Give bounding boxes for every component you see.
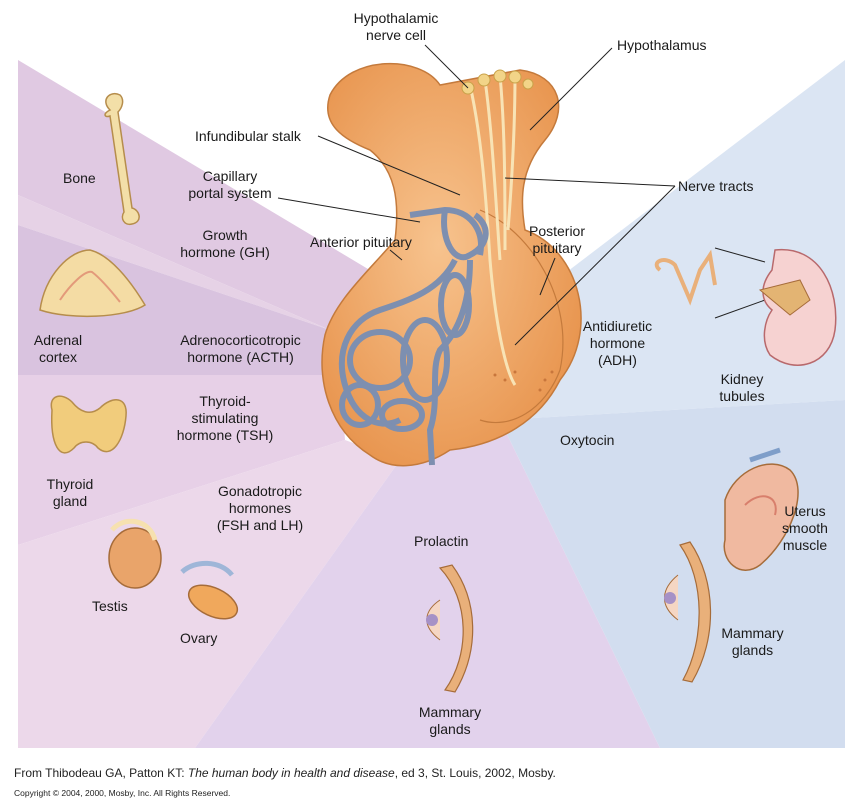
leader-nerve-cell xyxy=(424,44,469,89)
mammary-center-illustration xyxy=(426,564,474,693)
testis-illustration xyxy=(108,518,162,589)
testis-label: Testis xyxy=(92,598,128,614)
leader-posterior xyxy=(539,257,556,296)
anterior-pituitary-label: Anterior pituitary xyxy=(310,234,412,250)
oxytocin-label: Oxytocin xyxy=(560,432,615,448)
bone-label: Bone xyxy=(63,170,96,186)
leader-infundibular xyxy=(317,135,461,196)
kidney-tubules-label: Kidney tubules xyxy=(719,371,765,404)
posterior-pituitary-label: Posterior pituitary xyxy=(528,223,586,256)
panel-prolactin xyxy=(195,420,660,748)
thyroid-illustration xyxy=(50,395,127,454)
leader-nerve-tracts-2 xyxy=(514,185,676,346)
tsh-label: Thyroid- stimulating hormone (TSH) xyxy=(176,393,274,443)
capillary-portal-vessels xyxy=(338,207,489,466)
citation-prefix: From Thibodeau GA, Patton KT: xyxy=(14,766,188,780)
growth-hormone-label: Growth hormone (GH) xyxy=(180,227,270,260)
hypothalamus-label: Hypothalamus xyxy=(617,37,707,53)
kidney-illustration xyxy=(758,249,837,366)
nerve-fibers xyxy=(468,74,517,386)
leader-capillary xyxy=(277,197,421,223)
mammary-glands-right-label: Mammary glands xyxy=(721,625,784,658)
mammary-right-illustration xyxy=(664,541,712,683)
leader-kidney-2 xyxy=(714,299,766,319)
mammary-glands-center-label: Mammary glands xyxy=(418,704,482,737)
prolactin-label: Prolactin xyxy=(414,533,469,549)
leader-anterior xyxy=(389,249,403,261)
uterus-illustration xyxy=(723,447,799,571)
pituitary-gland xyxy=(321,62,582,467)
uterus-label: Uterus smooth muscle xyxy=(782,503,828,553)
copyright-notice: Copyright © 2004, 2000, Mosby, Inc. All … xyxy=(14,788,231,798)
acth-label: Adrenocorticotropic hormone (ACTH) xyxy=(180,332,301,365)
posterior-secretion-dots xyxy=(493,370,554,392)
background-panels xyxy=(18,60,845,748)
bone-illustration xyxy=(104,93,140,226)
leader-hypothalamus xyxy=(529,47,613,131)
hypothalamic-nerve-cell-label: Hypothalamic nerve cell xyxy=(353,10,439,43)
endocrine-pituitary-diagram xyxy=(18,44,845,748)
infundibular-stalk-label: Infundibular stalk xyxy=(195,128,301,144)
adh-label: Antidiuretic hormone (ADH) xyxy=(582,318,653,368)
ovary-label: Ovary xyxy=(180,630,218,646)
capillary-portal-system-label: Capillary portal system xyxy=(188,168,272,201)
adrenal-cortex-illustration xyxy=(39,249,147,318)
gonadotropic-label: Gonadotropic hormones (FSH and LH) xyxy=(216,483,304,533)
ovary-illustration xyxy=(180,560,239,620)
citation-suffix: , ed 3, St. Louis, 2002, Mosby. xyxy=(394,766,556,780)
nephron-illustration xyxy=(654,249,717,306)
source-citation: From Thibodeau GA, Patton KT: The human … xyxy=(14,766,556,780)
panel-growth xyxy=(18,195,330,330)
leader-kidney-1 xyxy=(714,247,766,263)
leader-lines xyxy=(277,44,766,346)
thyroid-gland-label: Thyroid gland xyxy=(46,476,94,509)
leader-nerve-tracts-1 xyxy=(504,177,676,187)
nerve-tracts-label: Nerve tracts xyxy=(678,178,754,194)
adrenal-cortex-label: Adrenal cortex xyxy=(33,332,83,365)
citation-book-title: The human body in health and disease xyxy=(187,766,395,780)
posterior-lobe-outline xyxy=(479,209,564,424)
panel-adh xyxy=(500,60,845,420)
